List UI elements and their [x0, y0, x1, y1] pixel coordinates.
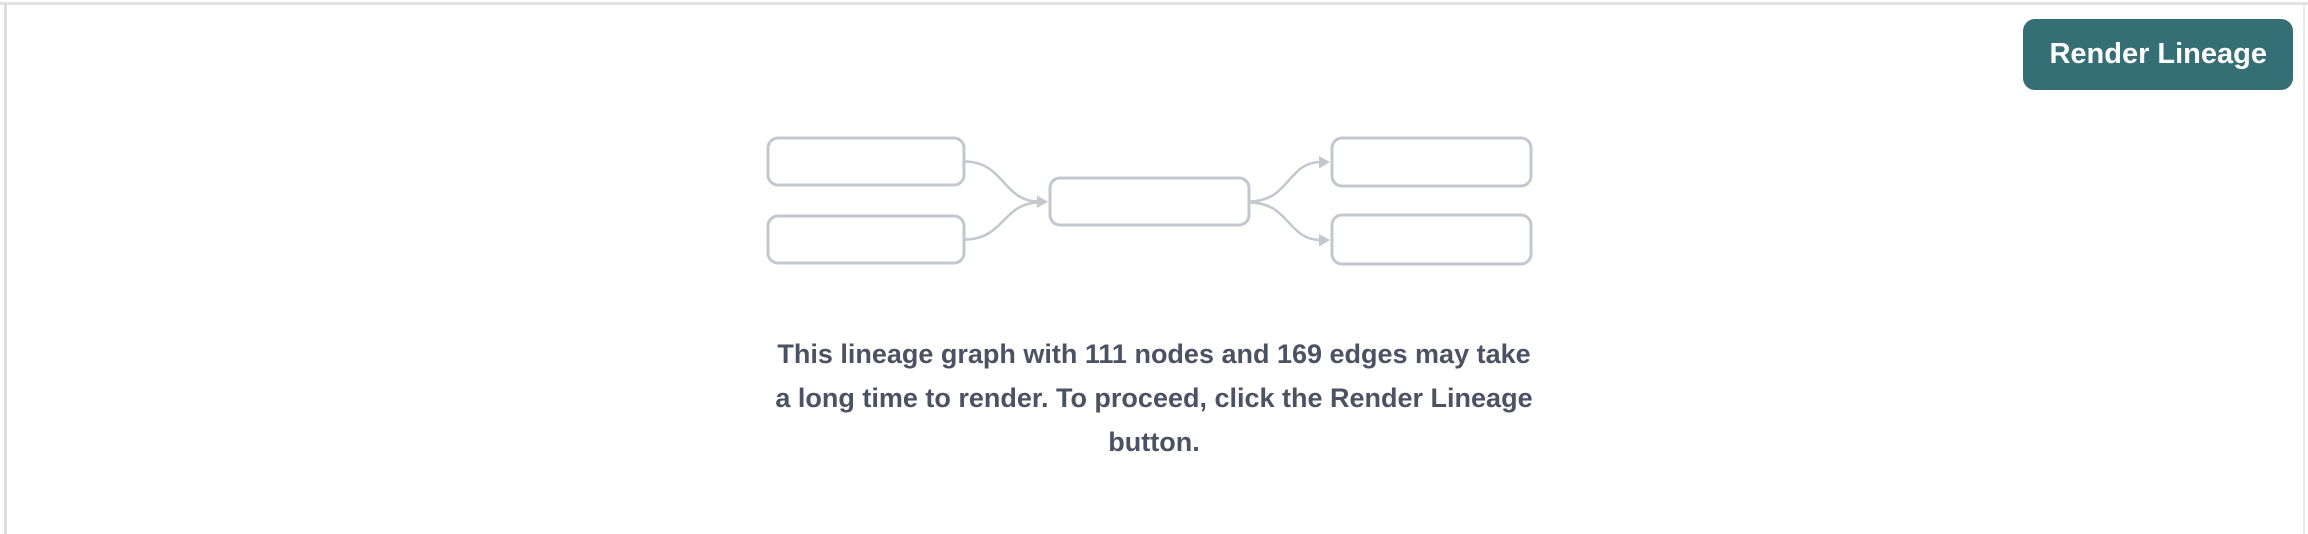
- lineage-graph-placeholder-illustration: [766, 136, 1533, 266]
- warning-line: This lineage graph with 111 nodes and 16…: [777, 339, 1531, 369]
- placeholder-node: [1048, 176, 1251, 227]
- warning-line: button.: [1108, 427, 1200, 457]
- panel-right-border: [2303, 5, 2305, 534]
- warning-line: a long time to render. To proceed, click…: [775, 383, 1533, 413]
- placeholder-edge: [963, 160, 1040, 203]
- arrowhead-icon: [1319, 156, 1330, 169]
- arrowhead-icon: [1319, 234, 1330, 247]
- placeholder-edge: [1248, 160, 1322, 203]
- placeholder-node: [766, 136, 966, 187]
- panel-top-border: [0, 2, 2308, 5]
- placeholder-node: [766, 214, 966, 265]
- render-lineage-button[interactable]: Render Lineage: [2023, 19, 2293, 90]
- placeholder-node: [1330, 136, 1533, 188]
- arrowhead-icon: [1037, 195, 1048, 208]
- placeholder-edge: [963, 201, 1040, 241]
- placeholder-node: [1330, 213, 1533, 266]
- panel-left-border: [4, 3, 7, 534]
- placeholder-edge: [1248, 201, 1322, 242]
- lineage-size-warning: This lineage graph with 111 nodes and 16…: [0, 332, 2308, 464]
